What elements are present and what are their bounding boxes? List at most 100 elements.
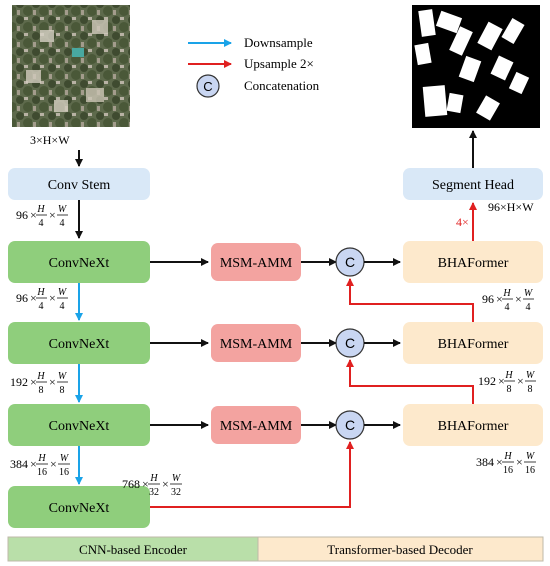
svg-text:384: 384 <box>476 455 494 469</box>
upsample-arrow-bha2-to-concat1 <box>346 278 474 322</box>
svg-text:96: 96 <box>16 291 28 305</box>
input-aerial-image <box>12 5 130 127</box>
svg-text:4: 4 <box>505 302 510 313</box>
svg-text:H: H <box>503 451 512 462</box>
msm-amm-3-label: MSM-AMM <box>220 419 293 434</box>
msm-amm-1 <box>211 243 301 281</box>
svg-text:W: W <box>526 451 536 462</box>
svg-text:32: 32 <box>171 487 181 498</box>
upsample-arrow-bha3-to-concat2 <box>346 359 474 404</box>
legend-concat-label: Concatenation <box>244 78 320 93</box>
svg-text:16: 16 <box>37 467 47 478</box>
svg-text:8: 8 <box>528 384 533 395</box>
svg-text:H: H <box>36 371 45 382</box>
bhaformer-1-label: BHAFormer <box>438 256 509 271</box>
svg-text:×: × <box>496 455 503 469</box>
bhaformer-3-label: BHAFormer <box>438 419 509 434</box>
svg-text:×: × <box>515 292 522 306</box>
svg-text:H: H <box>149 473 158 484</box>
decoder-dim-3: 384 × H 16 × W 16 <box>476 451 536 476</box>
svg-text:×: × <box>49 208 56 222</box>
convnext-stage-3 <box>8 404 150 446</box>
segment-head-label: Segment Head <box>432 178 514 193</box>
svg-text:H: H <box>36 287 45 298</box>
legend-upsample-label: Upsample 2× <box>244 56 314 71</box>
convnext-stage-4-label: ConvNeXt <box>49 501 110 516</box>
svg-text:16: 16 <box>59 467 69 478</box>
svg-text:×: × <box>49 375 56 389</box>
conv-stem-box <box>8 168 150 200</box>
convnext-stage-4 <box>8 486 150 528</box>
footer-decoder-label: Transformer-based Decoder <box>327 542 473 557</box>
svg-text:H: H <box>37 453 46 464</box>
bhaformer-2 <box>403 322 543 364</box>
svg-text:×: × <box>50 457 57 471</box>
svg-text:×: × <box>30 291 37 305</box>
bhaformer-1 <box>403 241 543 283</box>
encoder-dim-2: 192 × H 8 × W 8 <box>10 371 68 396</box>
convnext-stage-1-label: ConvNeXt <box>49 256 110 271</box>
msm-amm-3 <box>211 406 301 444</box>
footer-encoder-label: CNN-based Encoder <box>79 542 188 557</box>
svg-text:4: 4 <box>60 218 65 229</box>
input-dim-label: 3×H×W <box>30 133 70 147</box>
svg-text:192: 192 <box>478 374 496 388</box>
legend: Downsample Upsample 2× C Concatenation <box>188 35 320 98</box>
svg-text:8: 8 <box>507 384 512 395</box>
svg-text:H: H <box>504 370 513 381</box>
svg-text:W: W <box>60 453 70 464</box>
svg-text:H: H <box>36 204 45 215</box>
bhaformer-3 <box>403 404 543 446</box>
head-output-dim-label: 96×H×W <box>488 200 534 214</box>
legend-concat-symbol: C <box>203 79 212 94</box>
msm-amm-2-label: MSM-AMM <box>220 337 293 352</box>
svg-text:W: W <box>58 371 68 382</box>
conv-stem-label: Conv Stem <box>48 178 111 193</box>
convnext-stage-2-label: ConvNeXt <box>49 337 110 352</box>
convnext-stage-1 <box>8 241 150 283</box>
output-segmentation-mask <box>412 5 540 128</box>
segment-head-box <box>403 168 543 200</box>
footer-encoder-band <box>7 536 259 562</box>
svg-text:4: 4 <box>60 301 65 312</box>
svg-text:8: 8 <box>60 385 65 396</box>
svg-text:×: × <box>30 457 37 471</box>
legend-downsample-label: Downsample <box>244 35 313 50</box>
svg-text:W: W <box>524 288 534 299</box>
svg-text:768: 768 <box>122 477 140 491</box>
svg-text:W: W <box>526 370 536 381</box>
footer-decoder-band <box>257 536 544 562</box>
svg-text:8: 8 <box>39 385 44 396</box>
svg-text:192: 192 <box>10 375 28 389</box>
legend-concat-icon <box>196 74 220 98</box>
svg-text:384: 384 <box>10 457 28 471</box>
concat-node-2-label: C <box>345 335 355 351</box>
upsample-arrow-conv4-to-concat3 <box>150 441 354 508</box>
decoder-dim-2: 192 × H 8 × W 8 <box>478 370 536 395</box>
svg-text:W: W <box>172 473 182 484</box>
svg-text:×: × <box>496 292 503 306</box>
stem-out-dim: 96 × H 4 × W 4 <box>16 204 68 229</box>
concat-node-1-label: C <box>345 254 355 270</box>
svg-text:4: 4 <box>39 301 44 312</box>
svg-text:96: 96 <box>16 208 28 222</box>
msm-amm-2 <box>211 324 301 362</box>
convnext-stage-3-label: ConvNeXt <box>49 419 110 434</box>
svg-text:×: × <box>49 291 56 305</box>
svg-text:×: × <box>30 375 37 389</box>
convnext-stage-2 <box>8 322 150 364</box>
encoder-dim-3: 384 × H 16 × W 16 <box>10 453 70 478</box>
svg-text:W: W <box>58 287 68 298</box>
svg-text:×: × <box>516 455 523 469</box>
decoder-dim-1: 96 × H 4 × W 4 <box>482 288 534 313</box>
encoder-dim-1: 96 × H 4 × W 4 <box>16 287 68 312</box>
svg-text:W: W <box>58 204 68 215</box>
bhaformer-2-label: BHAFormer <box>438 337 509 352</box>
encoder-dim-4: 768 × H 32 × W 32 <box>122 473 182 498</box>
svg-text:96: 96 <box>482 292 494 306</box>
concat-node-3-label: C <box>345 417 355 433</box>
msm-amm-1-label: MSM-AMM <box>220 256 293 271</box>
svg-text:4: 4 <box>39 218 44 229</box>
svg-text:16: 16 <box>525 465 535 476</box>
